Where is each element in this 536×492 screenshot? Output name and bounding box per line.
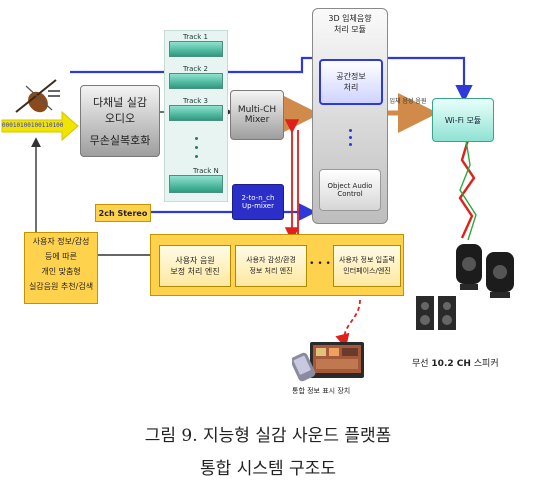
user-info-line: 실감음원 추천/검색: [25, 281, 97, 292]
user-info-line: 개인 맞춤형: [25, 266, 97, 277]
track-label: Track 2: [169, 65, 223, 73]
object-line1: Object Audio: [328, 182, 373, 190]
violin-icon: [12, 76, 62, 116]
speaker-label-bold: 10.2 CH: [431, 359, 470, 369]
speaker-label-prefix: 무선: [412, 359, 431, 369]
engine-line2: 정보 처리 엔진: [249, 266, 292, 277]
engine-correction: 사용자 음원 보정 처리 엔진: [159, 245, 231, 287]
track-label: Track 1: [169, 33, 223, 41]
mixer-line2: Mixer: [245, 115, 270, 125]
engine-line1: 사용자 정보 입출력: [339, 255, 395, 266]
source-line3: 무손실복호화: [90, 132, 151, 148]
display-label: 통합 정보 표시 장치: [292, 386, 382, 396]
lossless-decoder-box: 다채널 실감 오디오 무손실복호화: [80, 85, 160, 157]
render3d-module: 3D 입체음향 처리 모듈 공간정보 처리 Object Audio Contr…: [312, 8, 388, 224]
mixer-line1: Multi-CH: [238, 105, 276, 115]
track-dots: [193, 131, 199, 171]
stream-label: 입체 음성 음원: [386, 96, 430, 105]
wifi-module: Wi-Fi 모듈: [432, 98, 494, 142]
stereo-label: 2ch Stereo: [95, 204, 151, 222]
object-line2: Control: [337, 190, 362, 198]
user-info-line: 등에 따른: [25, 251, 97, 262]
speaker-label: 무선 10.2 CH 스피커: [412, 356, 534, 369]
render3d-title-line1: 3D 입체음향: [328, 13, 371, 24]
source-line2: 오디오: [105, 110, 135, 126]
engine-line2: 보정 처리 엔진: [170, 266, 219, 277]
track-3: Track 3: [169, 97, 223, 123]
upmixer-box: 2-to-n_ch Up-mixer: [232, 184, 284, 220]
tracks-panel: Track 1 Track 2 Track 3 Track N: [164, 30, 228, 202]
upmixer-line2: Up-mixer: [242, 202, 274, 210]
track-n: Track N: [169, 167, 223, 197]
object-audio-box: Object Audio Control: [319, 169, 381, 211]
render3d-title: 3D 입체음향 처리 모듈: [313, 13, 387, 35]
engine-line2: 인터페이스/엔진: [343, 266, 390, 277]
spatial-info-box: 공간정보 처리: [319, 59, 383, 105]
input-bitstream: 000101001001101001000100101: [2, 121, 64, 131]
render3d-dots: [347, 125, 353, 155]
caption-line2: 통합 시스템 구조도: [200, 454, 336, 479]
speakers-icon: [412, 240, 524, 332]
architecture-diagram: 000101001001101001000100101 다채널 실감 오디오 무…: [0, 0, 536, 410]
engine-line1: 사용자 음원: [175, 255, 214, 266]
user-info-line: 사용자 정보/감성: [25, 236, 97, 247]
track-2: Track 2: [169, 65, 223, 91]
spatial-line1: 공간정보: [336, 71, 365, 82]
wifi-label: Wi-Fi 모듈: [445, 115, 481, 126]
engines-bar: 사용자 음원 보정 처리 엔진 사용자 감성/환경 정보 처리 엔진 • • •…: [150, 234, 404, 296]
upmixer-line1: 2-to-n_ch: [242, 194, 275, 202]
track-label: Track N: [169, 167, 223, 175]
source-line1: 다채널 실감: [93, 94, 147, 110]
engine-ellipsis: • • •: [307, 259, 333, 269]
track-waveform: [169, 175, 223, 193]
track-waveform: [169, 41, 223, 57]
display-device-icon: [292, 340, 368, 384]
track-waveform: [169, 73, 223, 89]
track-1: Track 1: [169, 33, 223, 59]
spatial-line2: 처리: [344, 82, 359, 93]
track-label: Track 3: [169, 97, 223, 105]
caption-line1: 그림 9. 지능형 실감 사운드 플랫폼: [145, 421, 392, 446]
speaker-label-suffix: 스피커: [471, 359, 499, 369]
figure-caption: 그림 9. 지능형 실감 사운드 플랫폼 통합 시스템 구조도: [0, 420, 536, 480]
engine-emotion: 사용자 감성/환경 정보 처리 엔진: [235, 245, 307, 287]
user-info-box: 사용자 정보/감성 등에 따른 개인 맞춤형 실감음원 추천/검색: [24, 232, 98, 304]
render3d-title-line2: 처리 모듈: [334, 24, 366, 35]
engine-interface: 사용자 정보 입출력 인터페이스/엔진: [333, 245, 401, 287]
multi-ch-mixer-box: Multi-CH Mixer: [230, 90, 284, 140]
track-waveform: [169, 105, 223, 121]
engine-line1: 사용자 감성/환경: [246, 255, 296, 266]
